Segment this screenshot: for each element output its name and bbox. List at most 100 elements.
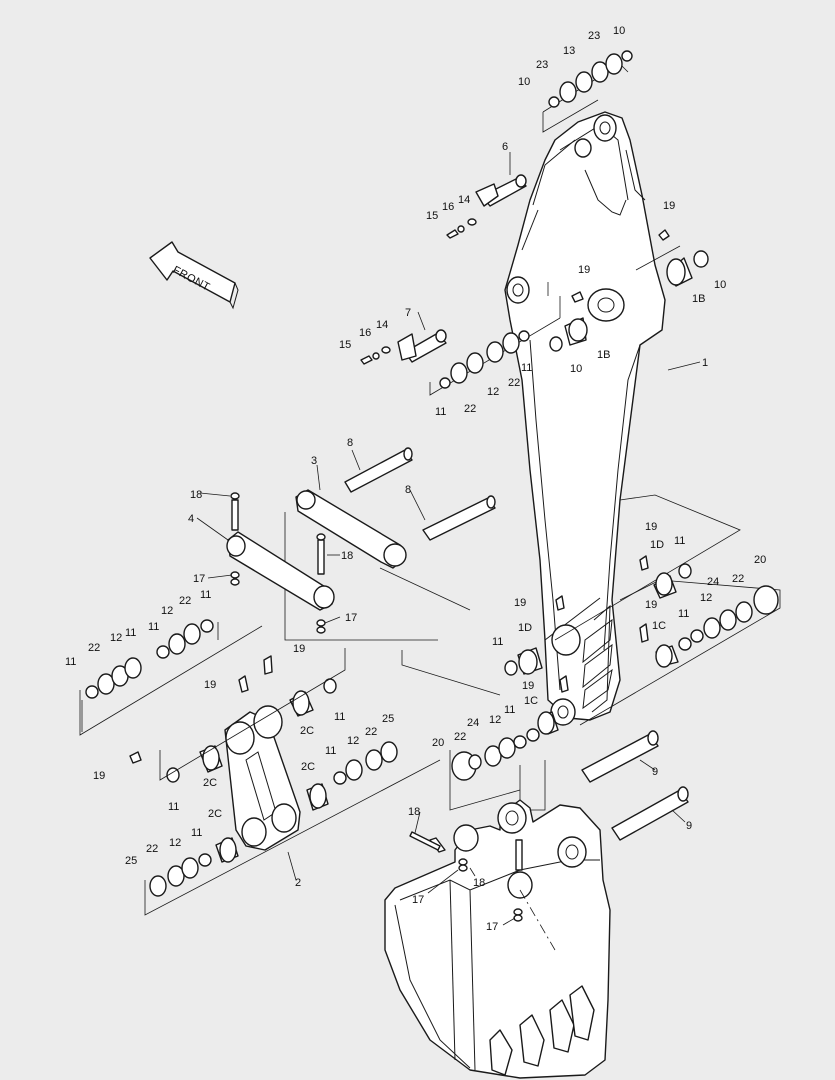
callout-12: 12 — [169, 837, 181, 849]
callout-11: 11 — [125, 627, 136, 639]
callout-19: 19 — [645, 521, 657, 533]
callout-8: 8 — [347, 437, 353, 449]
callout-12: 12 — [489, 714, 501, 726]
link-3-assembly — [284, 447, 496, 641]
callout-19: 19 — [514, 597, 526, 609]
bucket — [384, 799, 611, 1079]
callout-11: 11 — [65, 656, 76, 668]
callout-22: 22 — [179, 595, 191, 607]
callout-7: 7 — [405, 307, 411, 319]
callout-2C: 2C — [203, 777, 217, 789]
pin-6-assembly — [446, 174, 527, 239]
callout-18: 18 — [341, 550, 353, 562]
callout-11: 11 — [521, 362, 532, 374]
callout-4: 4 — [188, 513, 194, 525]
callout-22: 22 — [146, 843, 158, 855]
callout-24: 24 — [707, 576, 719, 588]
callout-17: 17 — [412, 894, 424, 906]
pin-7-assembly — [360, 329, 447, 365]
callout-22: 22 — [88, 642, 100, 654]
callout-17: 17 — [345, 612, 357, 624]
callout-19: 19 — [204, 679, 216, 691]
callout-22: 22 — [732, 573, 744, 585]
callout-20: 20 — [432, 737, 444, 749]
callout-10: 10 — [714, 279, 726, 291]
callout-2: 2 — [295, 877, 301, 889]
callout-20: 20 — [754, 554, 766, 566]
front-arrow: FRONT — [149, 241, 239, 310]
callout-1C: 1C — [652, 620, 666, 632]
callout-11: 11 — [148, 621, 159, 633]
callout-22: 22 — [508, 377, 520, 389]
callout-6: 6 — [502, 141, 508, 153]
callout-18: 18 — [408, 806, 420, 818]
callout-11: 11 — [168, 801, 179, 813]
callout-1D: 1D — [650, 539, 664, 551]
callout-14: 14 — [458, 194, 470, 206]
callout-8: 8 — [405, 484, 411, 496]
callout-11: 11 — [325, 745, 336, 757]
callout-14: 14 — [376, 319, 388, 331]
callout-15: 15 — [339, 339, 351, 351]
callout-11: 11 — [334, 711, 345, 723]
callout-18: 18 — [473, 877, 485, 889]
callout-22: 22 — [464, 403, 476, 415]
callout-3: 3 — [311, 455, 317, 467]
callout-11: 11 — [674, 535, 685, 547]
callout-12: 12 — [700, 592, 712, 604]
side-link-2 — [81, 648, 346, 863]
callout-11: 11 — [435, 406, 446, 418]
callout-15: 15 — [426, 210, 438, 222]
callout-11: 11 — [678, 608, 689, 620]
callout-25: 25 — [382, 713, 394, 725]
callout-1C: 1C — [524, 695, 538, 707]
callout-22: 22 — [454, 731, 466, 743]
callout-11: 11 — [200, 589, 211, 601]
washer-stack-lower — [144, 741, 441, 916]
callout-23: 23 — [588, 30, 600, 42]
washer-stack-left-mid — [429, 282, 588, 396]
callout-9: 9 — [652, 766, 658, 778]
callout-11: 11 — [492, 636, 503, 648]
callout-12: 12 — [487, 386, 499, 398]
callout-1B: 1B — [597, 349, 610, 361]
callout-10: 10 — [613, 25, 625, 37]
washer-stack-right — [401, 494, 781, 811]
callout-10: 10 — [570, 363, 582, 375]
callout-labels: 10 23 13 23 10 6 14 16 15 19 10 1B 19 1B… — [65, 25, 766, 933]
callout-16: 16 — [442, 201, 454, 213]
callout-12: 12 — [161, 605, 173, 617]
boom-top-pin-stack — [542, 50, 633, 133]
callout-12: 12 — [347, 735, 359, 747]
callout-19: 19 — [293, 643, 305, 655]
callout-1D: 1D — [518, 622, 532, 634]
callout-19: 19 — [93, 770, 105, 782]
callout-2C: 2C — [301, 761, 315, 773]
callout-12: 12 — [110, 632, 122, 644]
bushing-1B-right — [571, 229, 709, 303]
pins-9 — [519, 730, 689, 841]
callout-19: 19 — [663, 200, 675, 212]
callout-10: 10 — [518, 76, 530, 88]
callout-13: 13 — [563, 45, 575, 57]
washer-stack-left — [79, 619, 263, 736]
leader-lines — [196, 152, 701, 926]
callout-19: 19 — [578, 264, 590, 276]
callout-2C: 2C — [208, 808, 222, 820]
callout-1: 1 — [702, 357, 708, 369]
callout-9: 9 — [686, 820, 692, 832]
callout-25: 25 — [125, 855, 137, 867]
callout-19: 19 — [645, 599, 657, 611]
callout-1B: 1B — [692, 293, 705, 305]
callout-16: 16 — [359, 327, 371, 339]
callout-11: 11 — [504, 704, 515, 716]
callout-24: 24 — [467, 717, 479, 729]
callout-17: 17 — [486, 921, 498, 933]
callout-17: 17 — [193, 573, 205, 585]
callout-11: 11 — [191, 827, 202, 839]
callout-18: 18 — [190, 489, 202, 501]
link-4-assembly — [226, 492, 335, 634]
callout-19: 19 — [522, 680, 534, 692]
